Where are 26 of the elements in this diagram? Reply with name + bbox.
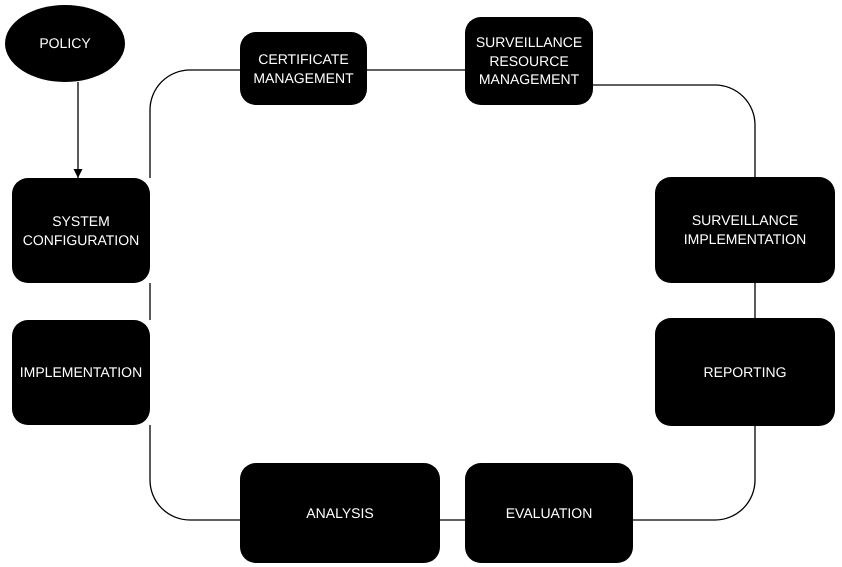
- process-box: [465, 463, 633, 563]
- node-label: CERTIFICATE MANAGEMENT: [252, 50, 355, 88]
- connector-line: [440, 519, 465, 521]
- node-label: SYSTEM CONFIGURATION: [22, 212, 140, 250]
- process-box: [240, 463, 440, 563]
- node-label: SURVEILLANCE RESOURCE MANAGEMENT: [474, 32, 584, 90]
- process-box: [12, 320, 150, 425]
- connector-line: [754, 283, 756, 318]
- process-box: [655, 318, 835, 426]
- process-box: [240, 32, 367, 105]
- connector-line: [593, 84, 756, 177]
- process-box: [655, 177, 835, 283]
- node-label: POLICY: [39, 34, 91, 53]
- node-label: ANALYSIS: [306, 504, 374, 522]
- connector-line: [149, 425, 240, 521]
- connector-line: [149, 283, 151, 320]
- node-label: EVALUATION: [506, 504, 592, 522]
- connector-line: [149, 69, 240, 178]
- node-label: REPORTING: [704, 362, 786, 382]
- arrow: [73, 82, 83, 178]
- node-label: IMPLEMENTATION: [20, 363, 142, 382]
- connector-line: [633, 426, 756, 521]
- node-label: SURVEILLANCE IMPLEMENTATION: [682, 211, 808, 249]
- process-box: [12, 178, 150, 283]
- connector-line: [367, 69, 465, 71]
- process-box: [465, 17, 593, 105]
